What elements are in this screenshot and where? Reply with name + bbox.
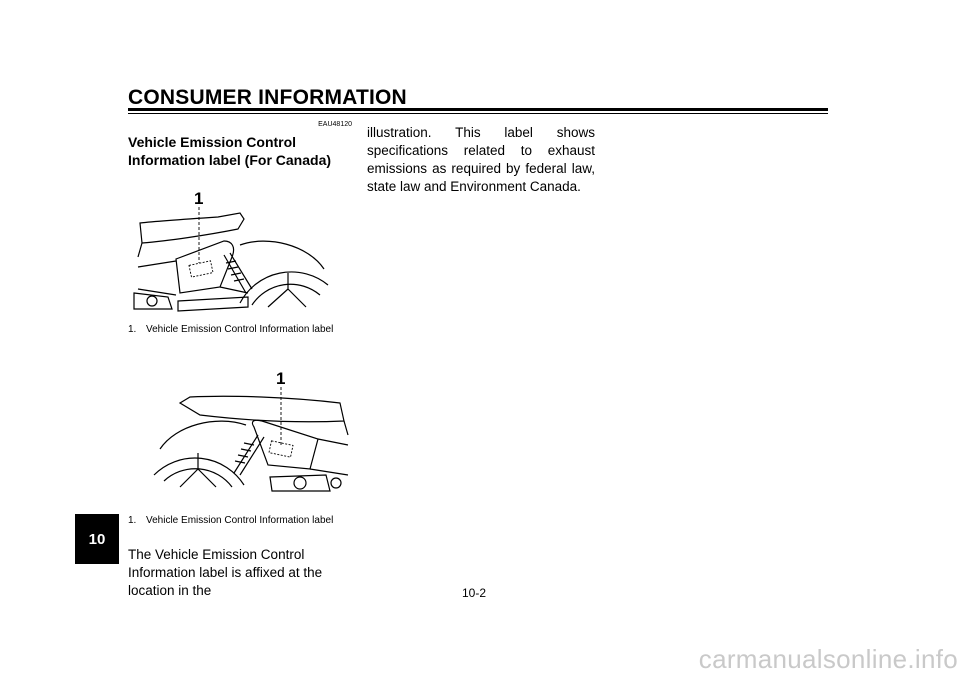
section-code: EAU48120 (318, 121, 352, 128)
body-text-right: illustration. This label shows specifica… (367, 125, 595, 194)
section-heading: Vehicle Emission Control Information lab… (128, 134, 332, 168)
figure-2-caption-text: Vehicle Emission Control Information lab… (146, 515, 334, 526)
page-title: CONSUMER INFORMATION (128, 86, 407, 109)
figure-2-illustration: 1 (153, 369, 349, 492)
header-rule-thin (128, 113, 828, 114)
chapter-tab: 10 (75, 514, 119, 564)
figure-1-caption-number: 1. (128, 324, 137, 335)
figure-1-illustration: 1 (133, 189, 329, 312)
figure-2-caption-number: 1. (128, 515, 137, 526)
body-text-left: The Vehicle Emission Control Information… (128, 547, 323, 598)
watermark-logo: carmanualsonline.info (698, 644, 958, 674)
header-rule-thick (128, 108, 828, 111)
figure-1-callout: 1 (194, 189, 203, 208)
figure-2-callout: 1 (276, 369, 285, 388)
page-number: 10-2 (462, 586, 487, 600)
figure-1-caption-text: Vehicle Emission Control Information lab… (146, 324, 334, 335)
